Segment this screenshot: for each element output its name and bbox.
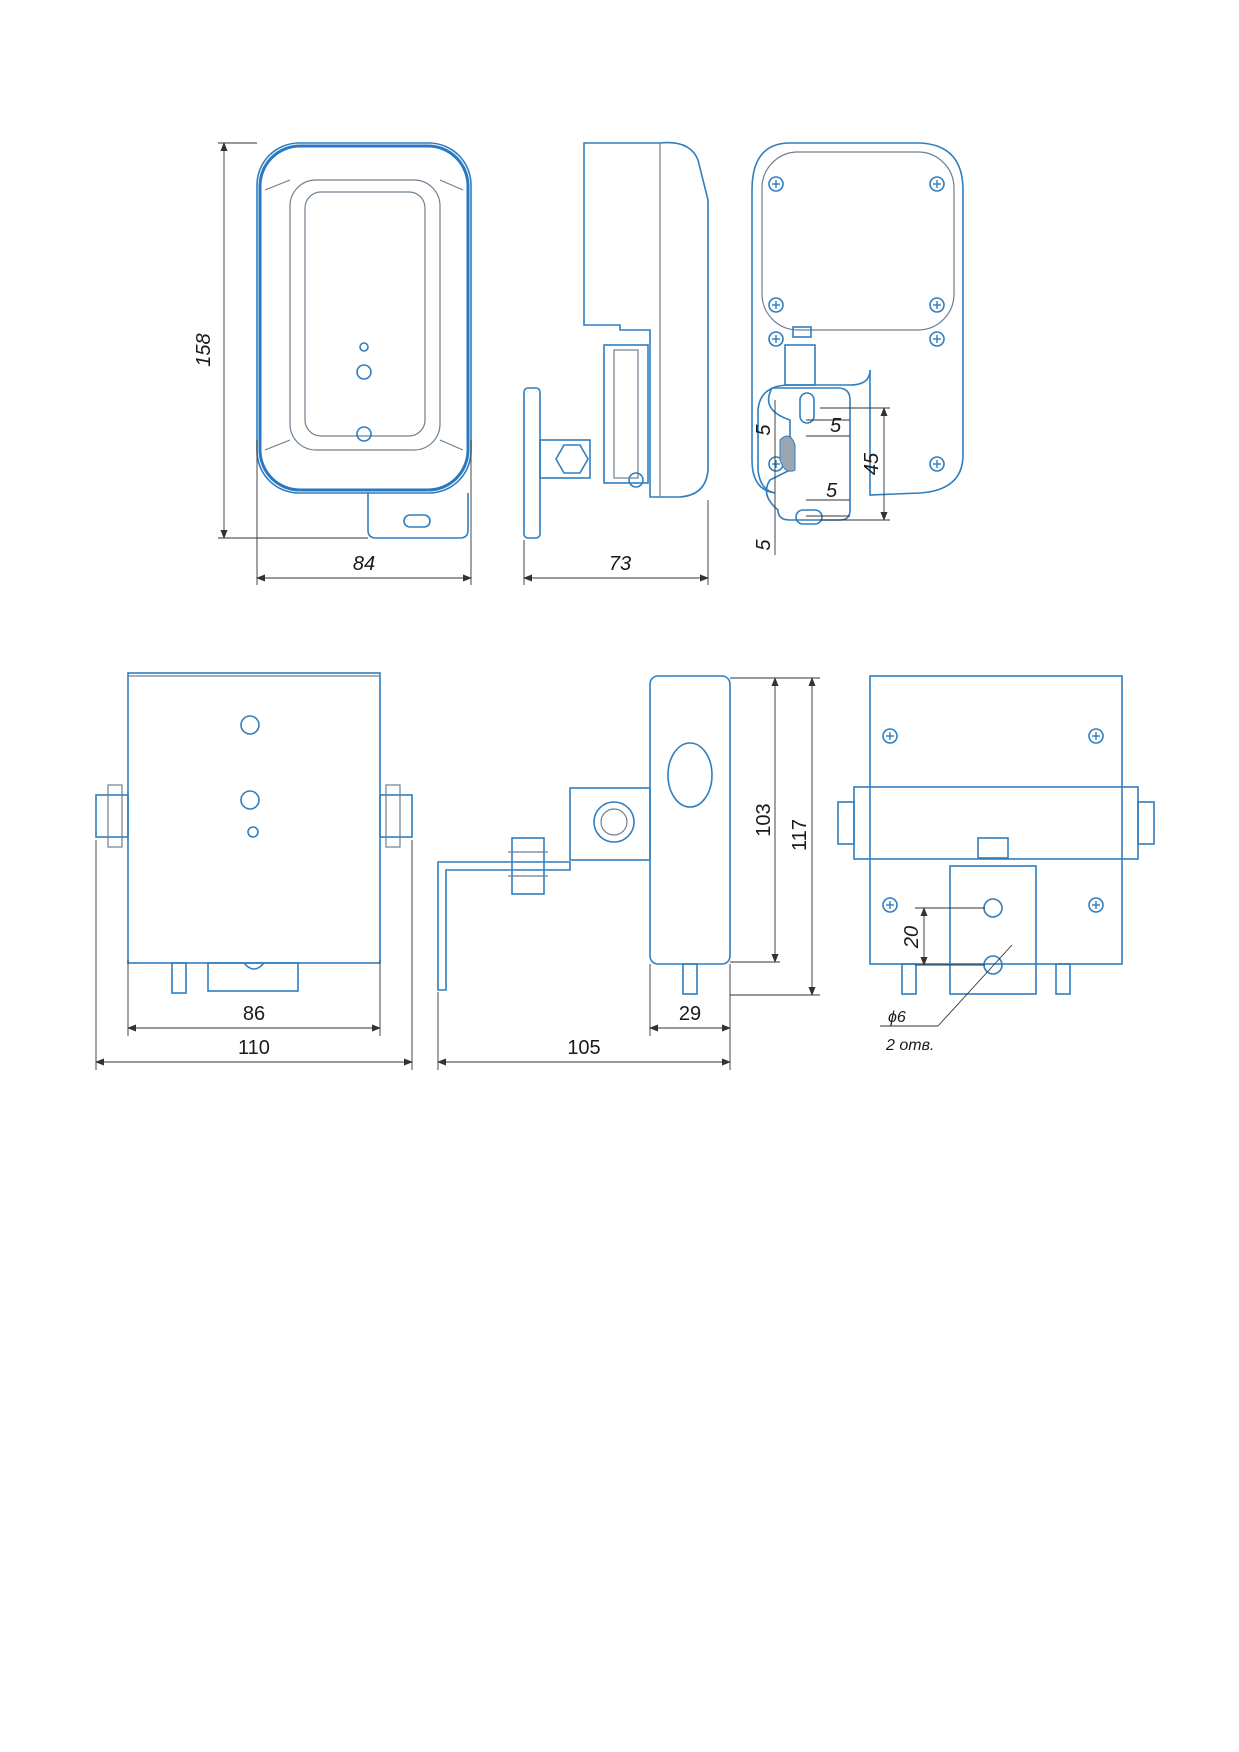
dim-label-5a: 5 [830,415,842,437]
nut-hex [555,444,589,474]
bracket-vertical [603,344,649,484]
bottom-side-view: 103 117 29 105 [437,675,820,1070]
bottom-bolt [901,963,917,995]
wall-plate [523,387,541,539]
bracket-inner [613,349,639,479]
mount-tab [207,962,299,992]
bottom-bolt [682,963,698,995]
center-bolt [977,837,1009,859]
bottom-bolt [171,962,187,994]
dim-label-84: 84 [353,553,375,575]
dim-label-20: 20 [901,926,923,949]
top-side-view: 73 [523,141,709,585]
top-rear-view: 45 5 5 5 5 [751,142,964,555]
corner-bevel [264,179,464,451]
terminal-block [792,326,812,338]
dim-label-105: 105 [567,1037,600,1059]
bottom-front-view: 86 110 [95,672,413,1070]
side-nut-left [95,794,129,838]
hole-count-label: 2 отв. [885,1037,934,1054]
dim-label-103: 103 [753,803,775,836]
indicator-hole [356,364,372,380]
dim-label-86: 86 [243,1003,265,1025]
mount-bracket [949,865,1037,995]
dim-label-5c: 5 [826,480,838,502]
dim-label-45: 45 [861,452,883,475]
bottom-bolt [1055,963,1071,995]
crossbar-end-right [1137,801,1155,845]
dim-label-73: 73 [609,553,631,575]
dim-label-5d: 5 [753,539,775,551]
body-rear [869,675,1123,965]
crossbar [853,786,1139,860]
indicator-hole [359,342,369,352]
dim-label-5b: 5 [753,424,775,436]
bracket-plate [765,387,851,521]
slot-lower [795,509,823,525]
leader-line [937,944,1013,1027]
top-front-view: 158 84 [193,142,472,585]
dim-label-158: 158 [193,333,215,366]
indicator-hole [240,790,260,810]
pivot-nut-inner [600,808,628,836]
housing-face [289,179,441,451]
crossbar-end-left [837,801,855,845]
angle-bracket [437,861,571,991]
dim-label-29: 29 [679,1003,701,1025]
body-side [649,675,731,965]
indicator-hole [240,715,260,735]
side-nut-right-inner [385,784,401,848]
housing-inner-face [304,191,426,437]
mount-tab [367,493,469,539]
hole-diameter-label: ϕ6 [888,1009,906,1026]
side-nut-right [379,794,413,838]
pivot-nut [593,801,635,843]
dim-label-110: 110 [238,1037,270,1059]
housing-rim [258,144,470,492]
bolt-stack [511,837,545,895]
bottom-rear-view: 20 ϕ6 2 отв. [837,675,1155,1054]
bracket-neck [784,344,816,386]
dim-label-117: 117 [789,819,811,851]
bracket-arm [539,439,591,479]
side-nut-left-inner [107,784,123,848]
housing-outer [256,142,472,494]
cover-panel [761,151,955,331]
mount-slot [403,514,431,528]
housing-back [751,142,964,496]
slot-upper [799,392,815,424]
hatched-hub [779,435,796,472]
housing-body [583,141,709,498]
indicator-hole [247,826,259,838]
indicator-hole [356,426,372,442]
swivel-arm [569,787,651,861]
bolt-head [628,472,644,488]
body-side-window [667,742,713,808]
mount-hole [983,898,1003,918]
